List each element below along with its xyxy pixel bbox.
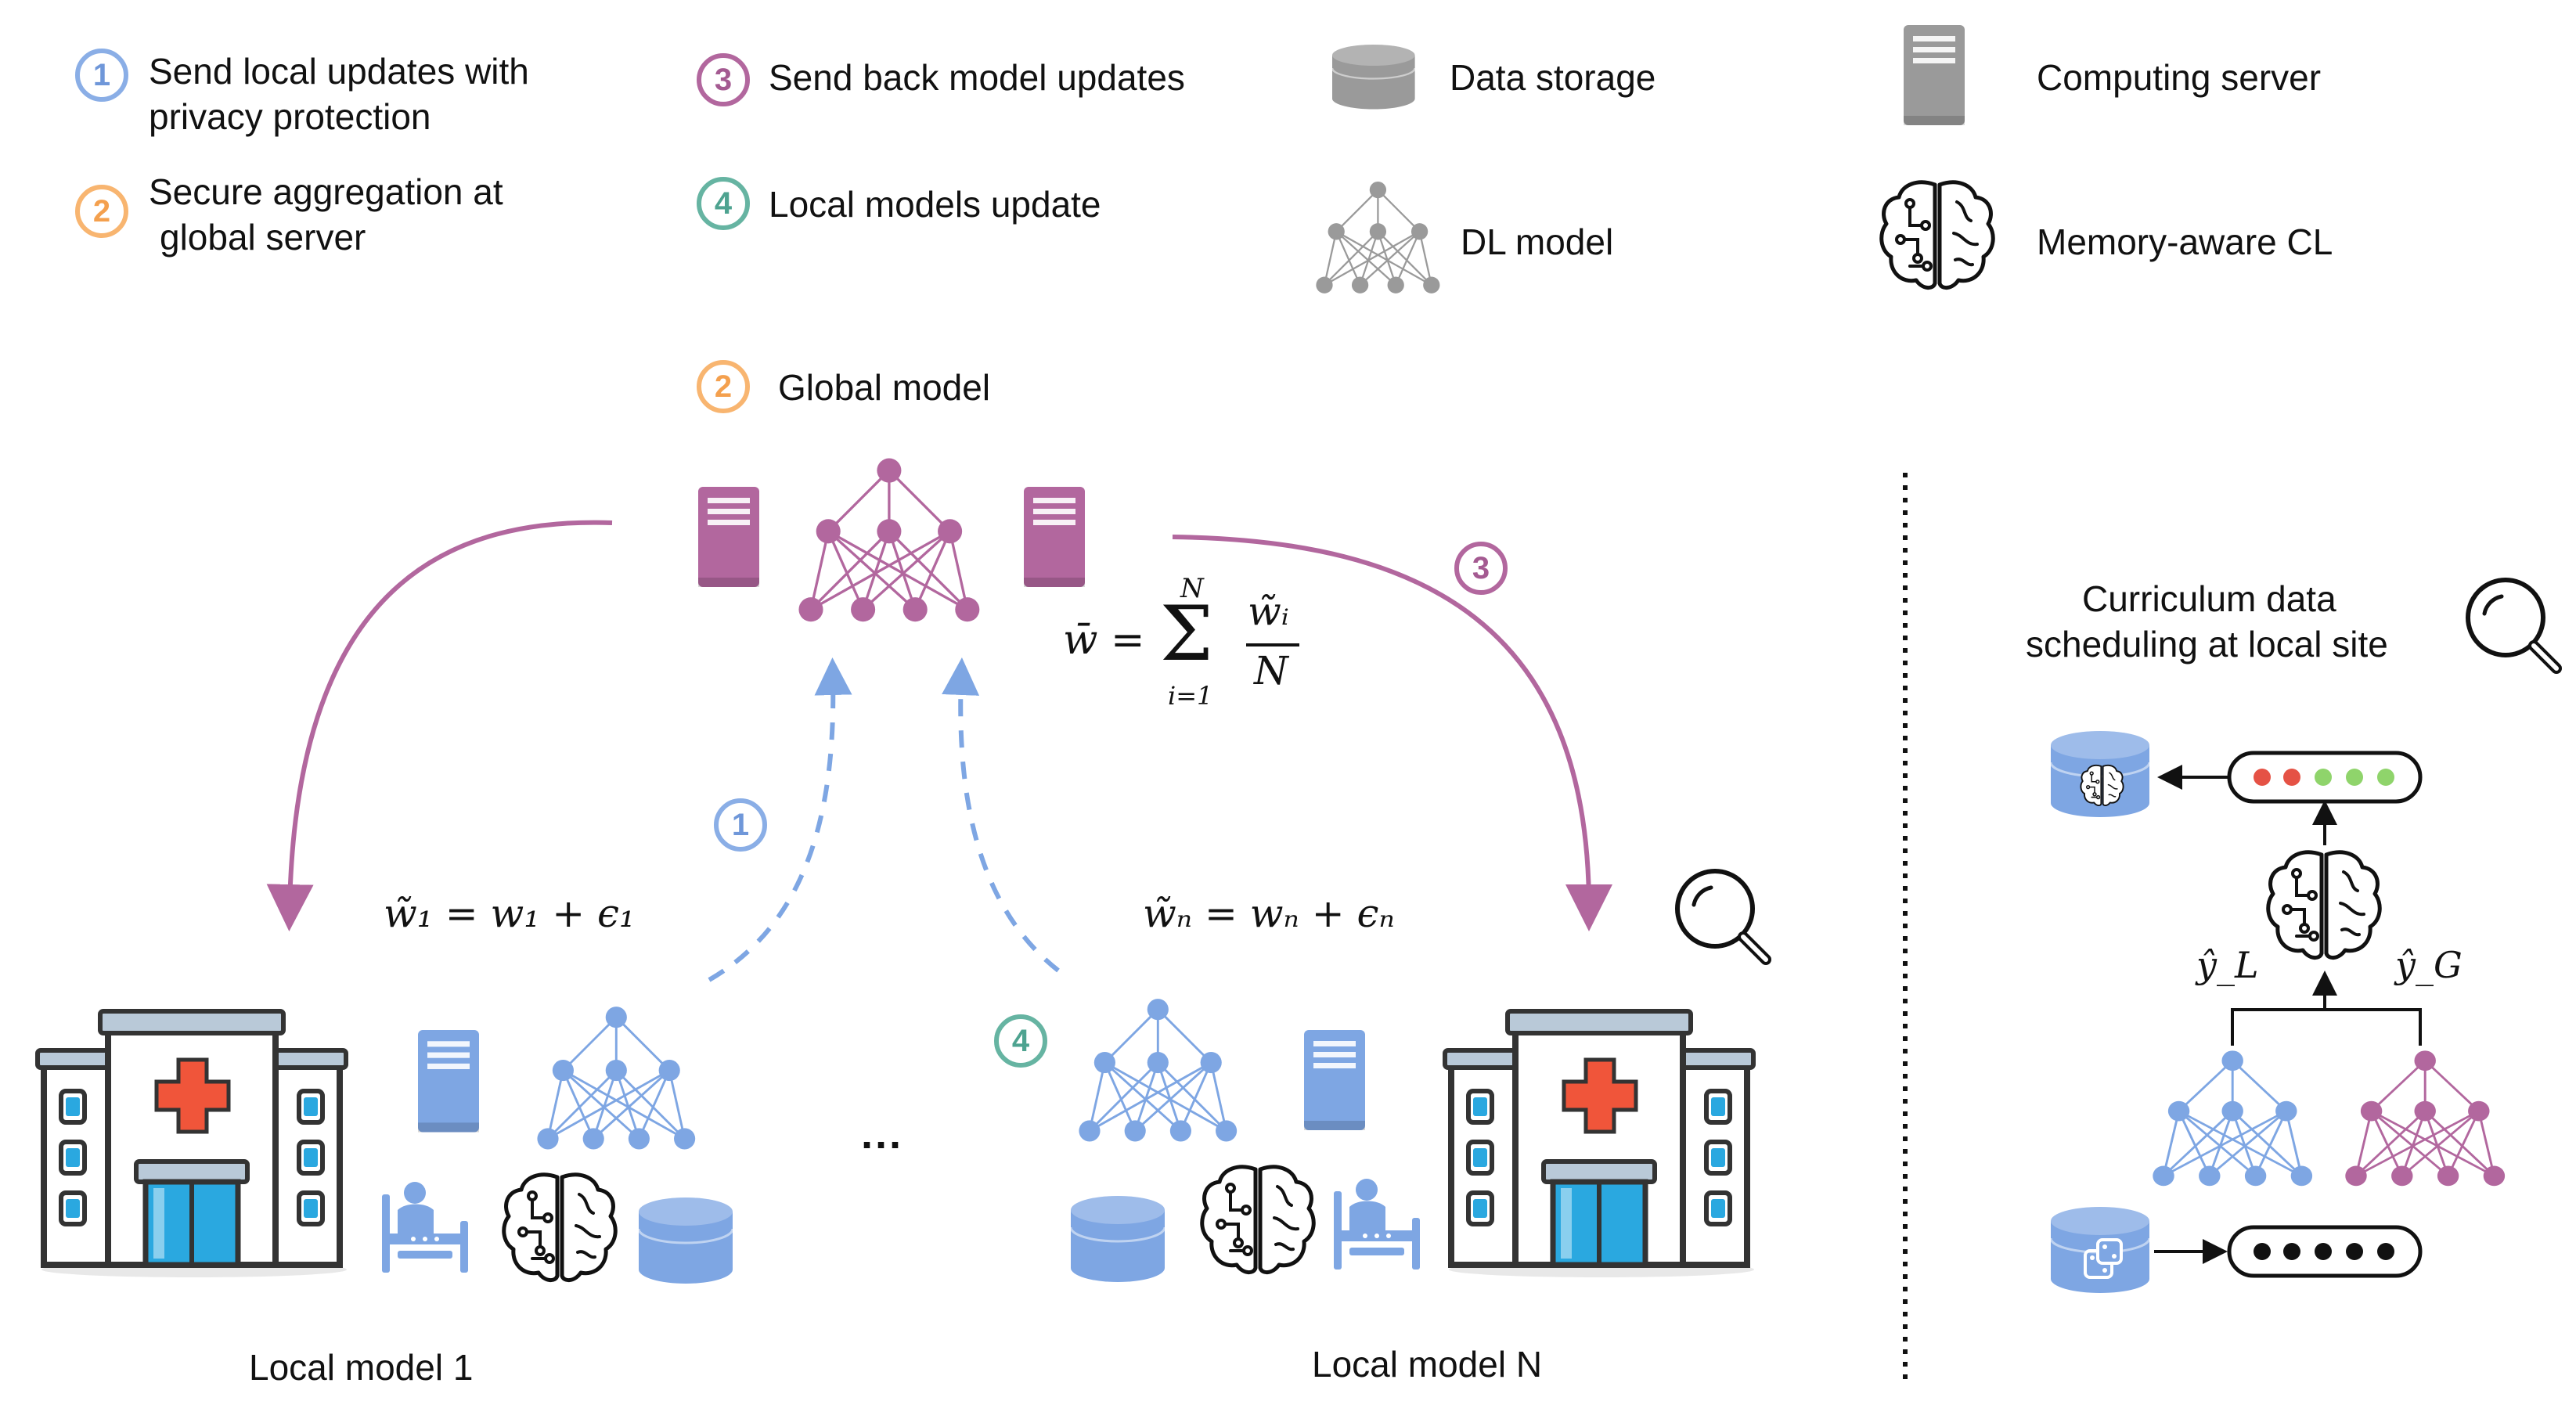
local-model-N-label: Local model N (1312, 1344, 1543, 1385)
unscored-sequence-bar (2227, 1225, 2423, 1278)
legend-step1-badge: 1 (75, 49, 128, 102)
flow-step3-badge: 3 (1454, 542, 1508, 595)
legend-step1-text-line1: Send local updates with (149, 51, 529, 92)
formula-sum-bottom: i=1 (1168, 681, 1213, 711)
curriculum-local-nn-icon (2151, 1049, 2314, 1187)
local1-patient-icon (382, 1182, 468, 1273)
formula-lhs: w̄ = (1063, 617, 1145, 664)
y-local-label: ŷ_L (2196, 944, 2259, 986)
global-server-right-icon (1024, 487, 1085, 587)
local1-db-icon (637, 1196, 734, 1285)
local-model-1-label: Local model 1 (249, 1347, 474, 1388)
legend-step4-badge: 4 (697, 177, 750, 230)
legend-nn-icon (1315, 180, 1441, 294)
curriculum-brain-icon (2268, 852, 2380, 958)
arrow-step1-upload (708, 657, 852, 982)
localN-noise-equation: w̃ₙ = wₙ + ϵₙ (1143, 891, 1395, 936)
dice-icon (2084, 1238, 2123, 1279)
formula-frac-num: w̃ᵢ (1248, 589, 1289, 634)
legend-db-icon (1331, 43, 1416, 110)
legend-memory-cl: Memory-aware CL (2037, 221, 2333, 262)
legend-step4-text: Local models update (769, 184, 1101, 225)
flow-step1-badge: 1 (714, 798, 767, 852)
localN-patient-icon (1334, 1179, 1420, 1270)
local1-server-icon (418, 1030, 479, 1133)
curriculum-title-line1: Curriculum data (2082, 578, 2336, 619)
formula-sum-sign: Σ (1160, 590, 1213, 678)
curriculum-global-nn-icon (2344, 1049, 2506, 1187)
formula-frac-den: N (1254, 648, 1288, 693)
global-server-left-icon (698, 487, 759, 587)
localN-brain-icon (1202, 1167, 1314, 1273)
localN-server-icon (1304, 1030, 1365, 1130)
sites-ellipsis: ··· (861, 1122, 903, 1169)
global-nn-icon (797, 456, 982, 623)
arrow-step4-download (942, 657, 1060, 973)
legend-computing-server: Computing server (2037, 57, 2322, 98)
arrow-global-to-local1 (266, 520, 613, 931)
local1-noise-equation: w̃₁ = w₁ + ϵ₁ (384, 891, 636, 936)
scored-sequence-bar (2227, 751, 2423, 804)
legend-step3-badge: 3 (697, 53, 750, 106)
localN-magnifier-icon (1677, 871, 1766, 960)
hospital-N-icon (1445, 1011, 1754, 1277)
legend-brain-icon (1882, 182, 1994, 288)
global-model-title: Global model (778, 367, 991, 408)
curriculum-magnifier-icon (2468, 580, 2556, 668)
localN-db-icon (1069, 1194, 1166, 1284)
legend-step2-text-line2: global server (160, 217, 366, 258)
arrow-global-to-localN (1172, 535, 1612, 931)
local1-brain-icon (504, 1175, 616, 1280)
localN-nn-icon (1077, 997, 1238, 1143)
legend-step1-text-line2: privacy protection (149, 96, 431, 137)
hospital-1-icon (38, 1011, 347, 1277)
legend-step3-text: Send back model updates (769, 57, 1185, 98)
legend-server-icon (1904, 25, 1965, 125)
legend-dl-model: DL model (1461, 221, 1614, 262)
legend-step2-text-line1: Secure aggregation at (149, 171, 503, 212)
connector-nets (2231, 1008, 2422, 1046)
legend-data-storage: Data storage (1450, 57, 1656, 98)
global-step2-badge: 2 (697, 360, 750, 413)
flow-step4-badge: 4 (994, 1014, 1047, 1068)
local1-nn-icon (535, 1005, 697, 1151)
formula-sum-top: N (1180, 573, 1204, 604)
curriculum-title-line2: scheduling at local site (2026, 624, 2388, 664)
legend-step2-badge: 2 (75, 185, 128, 238)
y-global-label: ŷ_G (2395, 944, 2463, 986)
